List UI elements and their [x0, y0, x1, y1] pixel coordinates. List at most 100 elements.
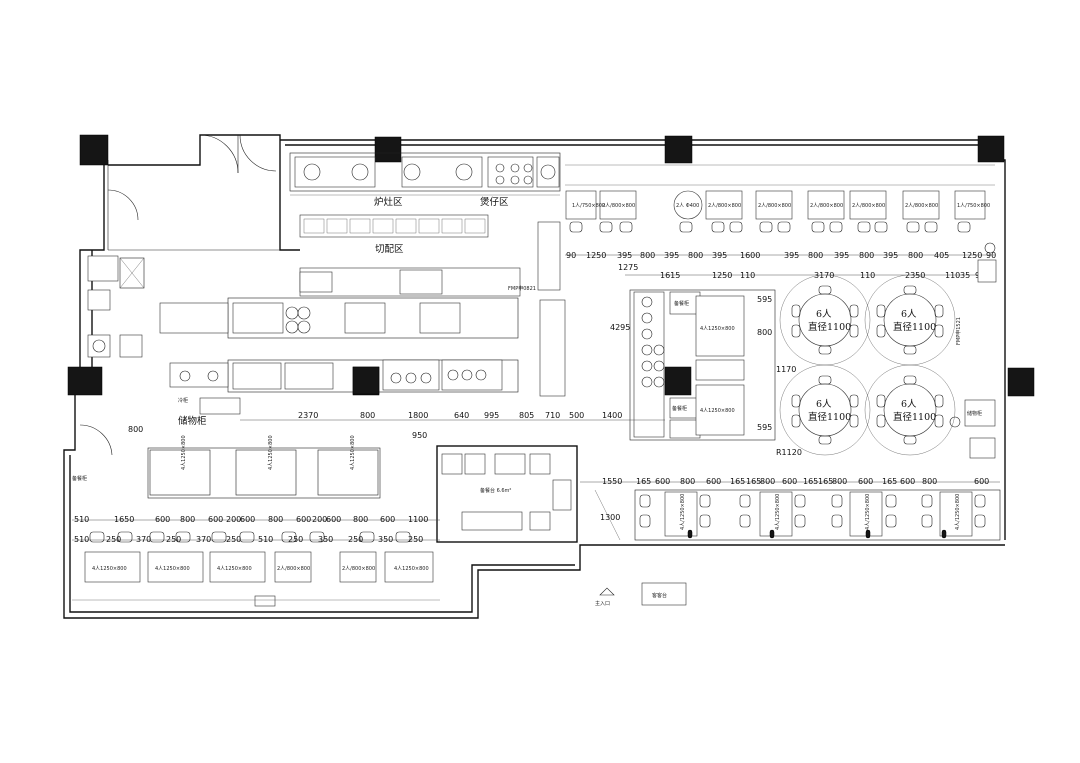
top-table-label: 2人/800×800 — [905, 203, 938, 209]
dim-label: 600 — [974, 477, 989, 486]
service-desk-label: 备餐台 6.6m² — [480, 487, 511, 494]
dim-label: 800 — [353, 515, 368, 524]
top-table-label: 2人/800×800 — [852, 203, 885, 209]
dim-label: 800 — [808, 251, 823, 260]
top-table-label: 2人/800×800 — [810, 203, 843, 209]
dim-label: 510 — [74, 515, 89, 524]
dim-label: 165 — [818, 477, 833, 486]
bottom-table-label: 2人/800×800 — [342, 566, 375, 572]
bottom-table-label: 2人/800×800 — [277, 566, 310, 572]
dim-label: 3170 — [814, 271, 834, 280]
dim-label: 395 — [712, 251, 727, 260]
dim-label: 1275 — [618, 263, 638, 272]
stove-zone-label: 炉灶区 — [374, 196, 403, 208]
bottom-left-tables — [84, 551, 434, 583]
dim-label: 1170 — [776, 365, 796, 374]
svg-text:4人1250×800: 4人1250×800 — [181, 435, 187, 470]
reception-label: 客客台 — [652, 592, 667, 599]
dim-label: R1120 — [776, 448, 802, 457]
svg-text:备餐柜: 备餐柜 — [672, 405, 687, 412]
dim-label: 250 — [288, 535, 303, 544]
dim-label: 35 — [960, 271, 970, 280]
dim-label: 800 — [832, 477, 847, 486]
top-table-label: 1人/750×800 — [572, 203, 605, 209]
kitchen-left: 冷柜 储物柜 — [87, 255, 241, 427]
dim-label: 250 — [226, 535, 241, 544]
top-tables — [565, 190, 986, 220]
dim-label: 1250 — [586, 251, 606, 260]
dim-label: 600 — [858, 477, 873, 486]
kitchen-stove-line: 炉灶区 煲仔区 — [289, 152, 561, 208]
dim-label: 510 — [74, 535, 89, 544]
top-dining-row: 1人/750×800 2人/800×800 2人 Φ400 2人/800×800… — [565, 164, 995, 233]
dim-label: 800 — [760, 477, 775, 486]
dim-label: 1650 — [114, 515, 134, 524]
top-table-label: 2人 Φ400 — [676, 203, 699, 209]
dim-label: 640 — [454, 411, 469, 420]
dim-label: 370 — [196, 535, 211, 544]
dim-label: 600 — [326, 515, 341, 524]
dim-label: 4295 — [610, 323, 630, 332]
dim-label: 595 — [757, 295, 772, 304]
bottom-table-label: 4人1250×800 — [217, 566, 252, 572]
right-bottom-table-label: 4人/1250×800 — [955, 494, 961, 530]
round-table-diameter: 直径1100 — [808, 411, 851, 423]
kitchen-lower-line — [159, 297, 566, 397]
dim-label: 600 — [706, 477, 721, 486]
dim-label: 90 — [566, 251, 576, 260]
kitchen-prep-line: 切配区 FMP申0821 — [299, 214, 561, 297]
dim-label: 165 — [730, 477, 745, 486]
bottom-table-label: 4人1250×800 — [155, 566, 190, 572]
dim-label: 350 — [378, 535, 393, 544]
round-table-people: 6人 — [816, 399, 832, 410]
top-chairs — [569, 221, 971, 233]
dim-label: 200 — [312, 515, 327, 524]
storage-label: 储物柜 — [178, 415, 207, 427]
dim-label: 165 — [803, 477, 818, 486]
dim-label: 1615 — [660, 271, 680, 280]
round-table-diameter: 直径1100 — [808, 321, 851, 333]
dim-label: 800 — [680, 477, 695, 486]
kitchen-dimension-chain: 2370 800 1800 640 995 805 710 500 1400 8… — [128, 263, 665, 440]
svg-text:冷柜: 冷柜 — [178, 397, 188, 404]
dim-label: 600 — [900, 477, 915, 486]
round-table-people: 6人 — [901, 309, 917, 320]
svg-text:4人1250×800: 4人1250×800 — [268, 435, 274, 470]
dim-label: 2350 — [905, 271, 925, 280]
top-table-label: 2人/800×800 — [708, 203, 741, 209]
right-side: FMP申1521 储物柜 — [949, 242, 997, 459]
bottom-table-label: 4人1250×800 — [92, 566, 127, 572]
main-entrance-label: 主入口 — [595, 600, 610, 607]
dim-label: 800 — [268, 515, 283, 524]
svg-text:4人1250×800: 4人1250×800 — [350, 435, 356, 470]
round-tables: 6人 直径1100 6人 直径1100 6人 直径1100 — [776, 274, 956, 457]
dim-label: 110 — [740, 271, 755, 280]
dim-label: 1550 — [602, 477, 622, 486]
dim-label: 2370 — [298, 411, 318, 420]
dim-label: 1600 — [740, 251, 760, 260]
dim-label: 395 — [834, 251, 849, 260]
round-table: 6人 直径1100 — [779, 274, 871, 366]
round-table: 6人 直径1100 — [864, 364, 956, 456]
dim-label: 600 — [782, 477, 797, 486]
dim-label: 370 — [136, 535, 151, 544]
dim-label: 800 — [360, 411, 375, 420]
dim-label: 250 — [348, 535, 363, 544]
dim-label: 250 — [106, 535, 121, 544]
dim-label: 800 — [128, 425, 143, 434]
dim-label: 350 — [318, 535, 333, 544]
dim-label: 110 — [860, 271, 875, 280]
dim-label: 110 — [945, 271, 960, 280]
dim-label: 600 — [296, 515, 311, 524]
dim-label: 1800 — [408, 411, 428, 420]
right-bottom-table-label: 4人/1250×800 — [680, 494, 686, 530]
dim-label: 1300 — [600, 513, 620, 522]
dim-label: 1100 — [408, 515, 428, 524]
dim-label: 405 — [934, 251, 949, 260]
right-bottom-table-label: 4人/1250×800 — [775, 494, 781, 530]
dim-label: 805 — [519, 411, 534, 420]
dim-label: 1400 — [602, 411, 622, 420]
round-table-diameter: 直径1100 — [893, 321, 936, 333]
dim-label: 165 — [746, 477, 761, 486]
